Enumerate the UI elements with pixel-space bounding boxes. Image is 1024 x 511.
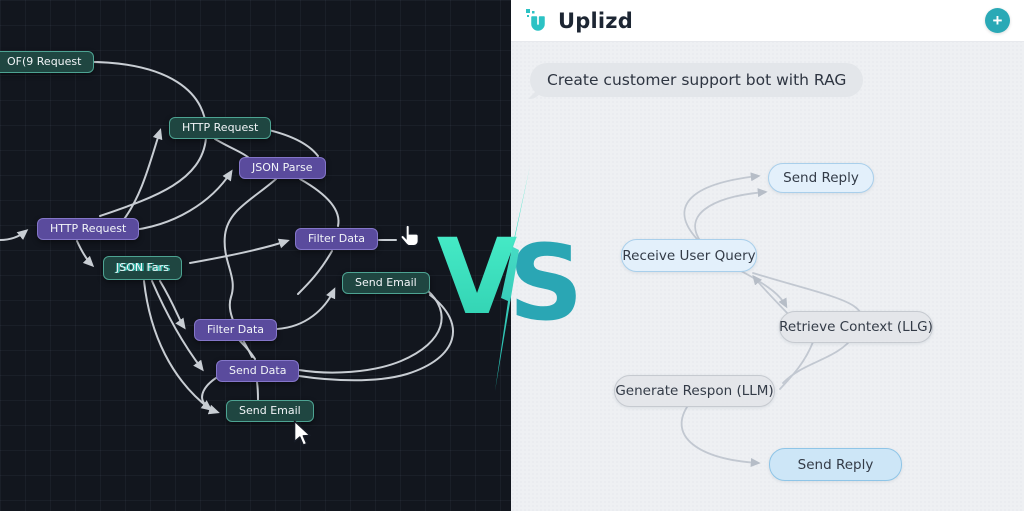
node-send-reply-top[interactable]: Send Reply [768, 163, 874, 193]
uplizd-logo-icon [526, 8, 545, 31]
node-filter-data-upper[interactable]: Filter Data [295, 228, 379, 250]
node-send-email-upper[interactable]: Send Email [342, 272, 430, 294]
add-workflow-button[interactable]: + [985, 8, 1010, 33]
arrow-cursor [293, 420, 311, 446]
node-send-email-lower[interactable]: Send Email [226, 400, 314, 422]
node-http-request-purple[interactable]: HTTP Request [37, 218, 140, 240]
brand: Uplizd [525, 8, 633, 34]
node-json-parse-glitched[interactable]: JSON Fars [103, 256, 182, 280]
chat-prompt-bubble: Create customer support bot with RAG [530, 63, 864, 97]
app-header: Uplizd + [511, 0, 1024, 42]
node-retrieve-context[interactable]: Retrieve Context (LLG) [779, 311, 933, 343]
node-send-data[interactable]: Send Data [216, 360, 300, 382]
node-send-reply-bottom[interactable]: Send Reply [769, 448, 902, 481]
left-connection-edges [0, 60, 455, 415]
node-filter-data-lower[interactable]: Filter Data [194, 319, 278, 341]
hand-pointer-cursor [400, 224, 420, 247]
brand-name: Uplizd [558, 8, 633, 33]
uplizd-app-panel: Uplizd + Create customer support bot wit… [511, 0, 1024, 511]
legacy-workflow-canvas: OF(9 Request HTTP Request JSON Parse HTT… [0, 0, 511, 511]
node-generate-response[interactable]: Generate Respon (LLM) [614, 375, 775, 407]
node-http-request-teal[interactable]: HTTP Request [169, 117, 272, 139]
node-json-parse[interactable]: JSON Parse [239, 157, 326, 179]
node-receive-user-query[interactable]: Receive User Query [621, 239, 757, 272]
node-ofc-request[interactable]: OF(9 Request [0, 51, 95, 73]
